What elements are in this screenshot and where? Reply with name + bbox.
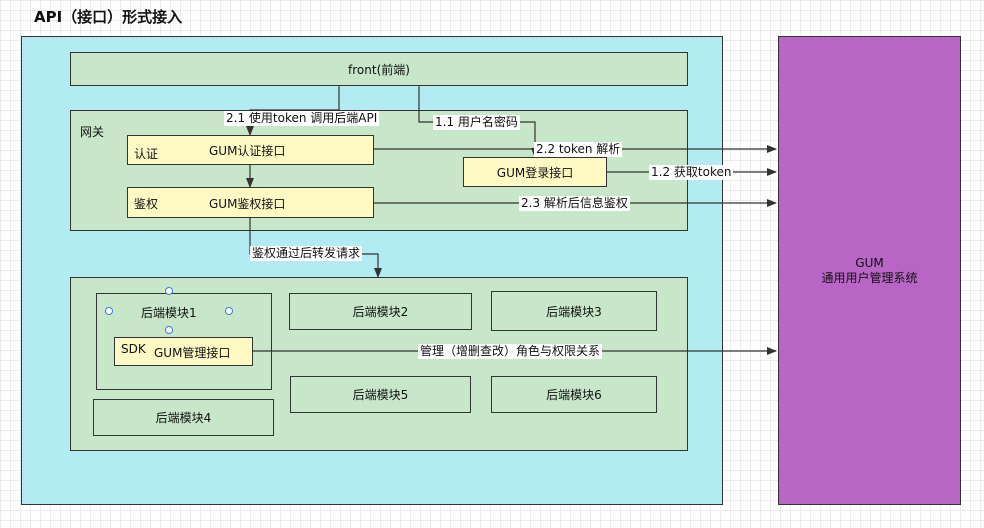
authz-api-label: GUM鉴权接口 <box>209 197 286 211</box>
sdk-api-box: SDK GUM管理接口 <box>114 337 253 366</box>
gateway-label: 网关 <box>80 125 105 139</box>
backend-module-2: 后端模块2 <box>289 293 472 330</box>
authz-label: 鉴权 <box>134 197 159 211</box>
label-use-token: 2.1 使用token 调用后端API <box>224 111 380 126</box>
label-manage: 管理（增删查改）角色与权限关系 <box>418 344 603 359</box>
auth-api-label: GUM认证接口 <box>209 144 286 158</box>
gum-desc: 通用用户管理系统 <box>821 270 918 285</box>
label-forward: 鉴权通过后转发请求 <box>250 246 363 261</box>
selection-handle-top[interactable] <box>165 287 173 295</box>
label-user-pwd: 1.1 用户名密码 <box>433 115 520 130</box>
gum-label: GUM 通用用户管理系统 <box>821 256 917 286</box>
label-token-parse: 2.2 token 解析 <box>534 142 623 157</box>
label-get-token: 1.2 获取token <box>649 165 734 180</box>
front-box: front(前端) <box>70 52 688 86</box>
selection-handle-left[interactable] <box>105 307 113 315</box>
sdk-api-label: GUM管理接口 <box>154 346 231 360</box>
gum-name: GUM <box>855 255 884 270</box>
gum-system-box: GUM 通用用户管理系统 <box>778 36 961 505</box>
auth-label: 认证 <box>134 147 159 161</box>
backend-module-3: 后端模块3 <box>491 291 657 331</box>
backend-module-6: 后端模块6 <box>491 376 657 413</box>
login-api-box: GUM登录接口 <box>463 157 607 187</box>
selection-handle-right[interactable] <box>225 307 233 315</box>
backend-module-4: 后端模块4 <box>93 399 274 436</box>
selection-handle-bottom[interactable] <box>165 326 173 334</box>
backend-module-1-label: 后端模块1 <box>141 306 197 320</box>
label-parse-authz: 2.3 解析后信息鉴权 <box>519 196 630 211</box>
page-title: API（接口）形式接入 <box>34 8 183 26</box>
backend-module-5: 后端模块5 <box>290 376 471 413</box>
sdk-label: SDK <box>121 342 146 356</box>
